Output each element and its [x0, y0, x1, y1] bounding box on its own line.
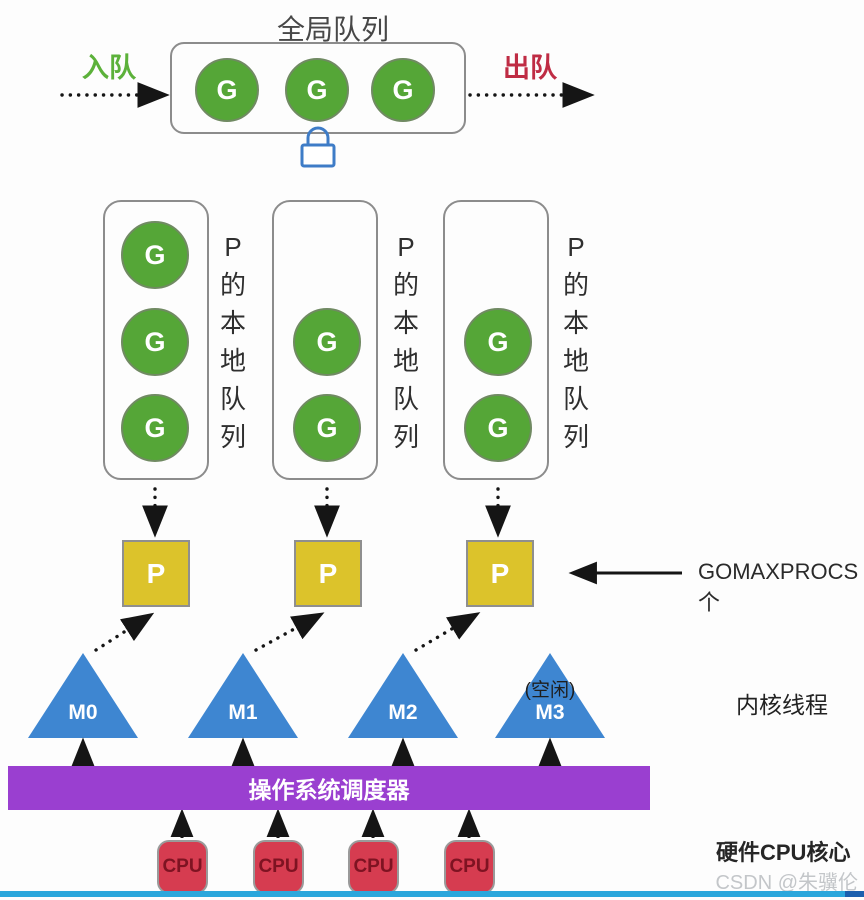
goroutine-circle: G [121, 308, 189, 376]
local-queue-box-1 [103, 200, 209, 480]
processor-box: P [466, 540, 534, 607]
video-progress-bar[interactable] [0, 891, 864, 897]
thread-label-m2: M2 [388, 701, 418, 724]
local-queue-label-3: P的本地队列 [562, 232, 589, 452]
goroutine-circle: G [464, 308, 532, 376]
goroutine-circle: G [371, 58, 435, 122]
goroutine-circle: G [293, 308, 361, 376]
cpu-box: CPU [444, 840, 495, 894]
hardware-cpu-annotation: 硬件CPU核心 [716, 840, 851, 865]
csdn-watermark: CSDN @朱骥伦 [715, 872, 858, 894]
thread-label-m0: M0 [68, 701, 98, 724]
thread-idle-note: (空闲) [524, 680, 576, 701]
goroutine-circle: G [121, 221, 189, 289]
local-queue-label-1: P的本地队列 [219, 232, 246, 452]
cpu-box: CPU [157, 840, 208, 894]
processor-box: P [122, 540, 190, 607]
global-queue-title: 全局队列 [276, 14, 389, 45]
local-queue-label-2: P的本地队列 [392, 232, 419, 452]
local-queue-box-3 [443, 200, 549, 480]
enqueue-label: 入队 [82, 53, 136, 83]
cpu-box: CPU [253, 840, 304, 894]
video-progress-bar-end[interactable] [845, 891, 864, 897]
goroutine-circle: G [293, 394, 361, 462]
thread-label-m3: M3 [535, 701, 565, 724]
dequeue-label: 出队 [503, 53, 557, 83]
goroutine-circle: G [121, 394, 189, 462]
goroutine-circle: G [464, 394, 532, 462]
goroutine-circle: G [195, 58, 259, 122]
gomaxprocs-annotation: GOMAXPROCS个 [698, 559, 859, 615]
cpu-box: CPU [348, 840, 399, 894]
thread-label-m1: M1 [228, 701, 258, 724]
goroutine-circle: G [285, 58, 349, 122]
processor-box: P [294, 540, 362, 607]
os-scheduler-bar: 操作系统调度器 [8, 766, 650, 810]
local-queue-box-2 [272, 200, 378, 480]
kernel-threads-annotation: 内核线程 [736, 692, 828, 718]
